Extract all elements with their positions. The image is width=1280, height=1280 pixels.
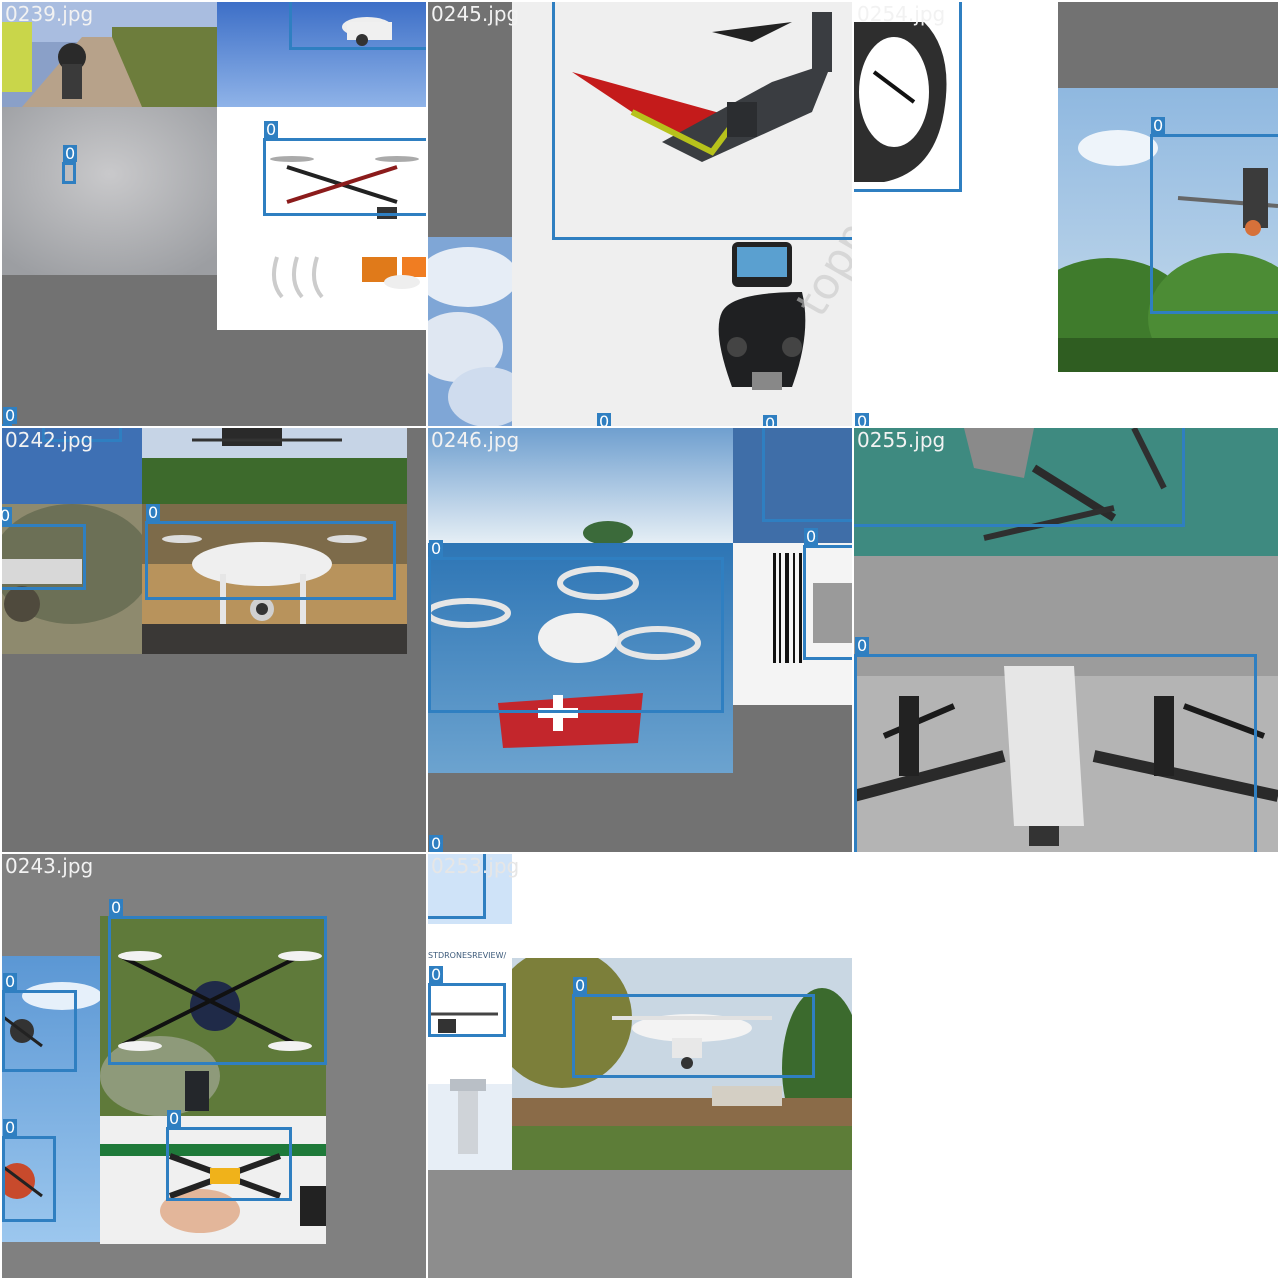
class-label: 0: [63, 144, 78, 163]
bounding-box: 0: [2, 407, 18, 426]
class-label: 0: [3, 972, 18, 991]
sky-hexa-photo: [2, 956, 100, 1242]
class-label: 0: [429, 965, 444, 984]
class-label: 0: [109, 898, 124, 917]
filename-label: 0242.jpg: [5, 428, 94, 452]
class-label: 0: [167, 1109, 182, 1128]
bounding-box: [854, 2, 962, 192]
filename-label: 0254.jpg: [857, 2, 946, 26]
grass-hexa-photo: [100, 916, 326, 1116]
barcode-photo: [733, 543, 852, 705]
tile-0253: 0253.jpg STDRONESREVIEW/ 0: [428, 854, 852, 1278]
bounding-box: 0: [803, 528, 852, 660]
filename-label: 0253.jpg: [431, 854, 520, 878]
backyard-drone-photo: [512, 958, 852, 1170]
class-label: 0: [146, 503, 161, 522]
bounding-box: [762, 428, 852, 522]
bounding-box: 0: [428, 966, 506, 1037]
bounding-box: 0: [2, 1119, 56, 1222]
bounding-box: 0: [428, 540, 724, 713]
gray-pad: [1058, 2, 1278, 88]
tile-0239: 0239.jpg: [2, 2, 426, 426]
filename-label: 0246.jpg: [431, 428, 520, 452]
cloud-photo: [2, 107, 217, 275]
foam-drone-photo: [854, 2, 962, 192]
class-label: 0: [573, 976, 588, 995]
blue-drone-strip: [733, 428, 852, 543]
bounding-box: 0: [145, 504, 396, 600]
class-label: 0: [429, 539, 444, 558]
teal-drone-photo: [854, 428, 1278, 556]
class-label: 0: [597, 413, 612, 426]
class-label: 0: [855, 636, 870, 655]
tile-0245: 0245.jpg: [428, 2, 852, 426]
tile-0255: 0255.jpg: [854, 428, 1278, 852]
bounding-box: [42, 428, 122, 442]
bounding-box: [854, 428, 1185, 527]
bounding-box: [428, 854, 486, 919]
tile-0243: 0243.jpg 0 0: [2, 854, 426, 1278]
road-photo: [2, 2, 217, 107]
class-label: 0: [429, 834, 444, 852]
gray-pad: [428, 1170, 852, 1278]
side-strip: STDRONESREVIEW/: [428, 854, 512, 1170]
product-photo: [217, 107, 426, 330]
bounding-box: 0: [572, 977, 815, 1078]
bush-drone-photo: [2, 504, 142, 654]
side-watermark: STDRONESREVIEW/: [428, 951, 507, 960]
class-label: 0: [1151, 116, 1166, 135]
aid-drone-photo: [428, 543, 733, 773]
tile-0254: 0254.jpg 0: [854, 2, 1278, 426]
class-label: 0: [3, 406, 18, 425]
cloud-strip: [428, 237, 512, 426]
bounding-box: [552, 2, 852, 240]
filename-label: 0239.jpg: [5, 2, 94, 26]
sky-drone-photo: [217, 2, 426, 107]
filename-label: 0243.jpg: [5, 854, 94, 878]
tile-0242: 0242.jpg 0: [2, 428, 426, 852]
bounding-box: 0: [108, 899, 327, 1065]
inspire-drone-photo: [854, 556, 1278, 852]
class-label: 0: [804, 527, 819, 546]
tile-0246: 0246.jpg 0: [428, 428, 852, 852]
class-label: 0: [3, 1118, 18, 1137]
class-label: 0: [763, 415, 778, 426]
filename-label: 0255.jpg: [857, 428, 946, 452]
palm-sky-photo: [428, 428, 733, 543]
bounding-box: 0: [166, 1110, 292, 1201]
bounding-box: 0: [263, 121, 426, 216]
hills-drone-photo: [142, 428, 407, 504]
bounding-box: 0: [2, 507, 86, 590]
bounding-box: 0: [62, 145, 78, 184]
bounding-box: 0: [2, 973, 77, 1072]
class-label: 0: [855, 413, 870, 426]
hand-quad-photo: [100, 1116, 326, 1244]
bounding-box: 0: [1150, 117, 1278, 314]
filename-label: 0245.jpg: [431, 2, 520, 26]
bounding-box: 0: [854, 637, 1257, 852]
class-label: 0: [264, 120, 279, 139]
phantom-drone-photo: [142, 504, 407, 654]
bounding-box: [289, 2, 426, 50]
class-label: 0: [2, 507, 13, 524]
toy-drone-photo: topprolls.c: [512, 2, 852, 426]
